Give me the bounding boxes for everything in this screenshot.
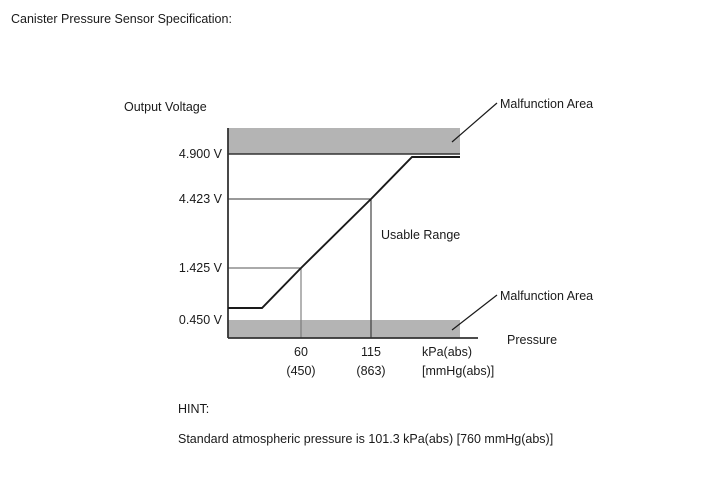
x-tick-label-60-mmhg: (450) [286,364,316,378]
hint-text: Standard atmospheric pressure is 101.3 k… [178,432,554,446]
malfunction-area-band-bottom [228,320,460,338]
sensor-output-curve [228,156,460,309]
x-tick-label-115-mmhg: (863) [356,364,386,378]
malfunction-leader-line-bottom [451,294,498,331]
hint-block: HINT: Standard atmospheric pressure is 1… [178,402,553,446]
malfunction-area-label-bottom: Malfunction Area [500,289,594,303]
x-axis-unit-mmhg: [mmHg(abs)] [422,364,495,378]
y-tick-label-0450: 0.450 V [178,313,222,327]
page-title: Canister Pressure Sensor Specification: [11,12,232,26]
y-tick-label-4423: 4.423 V [178,192,222,206]
x-axis-title: Pressure [507,333,558,347]
usable-range-label: Usable Range [381,228,461,242]
x-axis-unit-kpa: kPa(abs) [422,345,473,359]
y-axis-title: Output Voltage [124,100,207,114]
x-tick-label-115-kpa: 115 [361,345,381,359]
malfunction-leader-line-top [451,102,498,143]
hint-label: HINT: [178,402,210,416]
y-tick-label-1425: 1.425 V [178,261,222,275]
malfunction-area-label-top: Malfunction Area [500,97,594,111]
x-tick-label-60-kpa: 60 [294,345,308,359]
malfunction-area-band-top [228,128,460,154]
y-tick-label-4900: 4.900 V [178,147,222,161]
